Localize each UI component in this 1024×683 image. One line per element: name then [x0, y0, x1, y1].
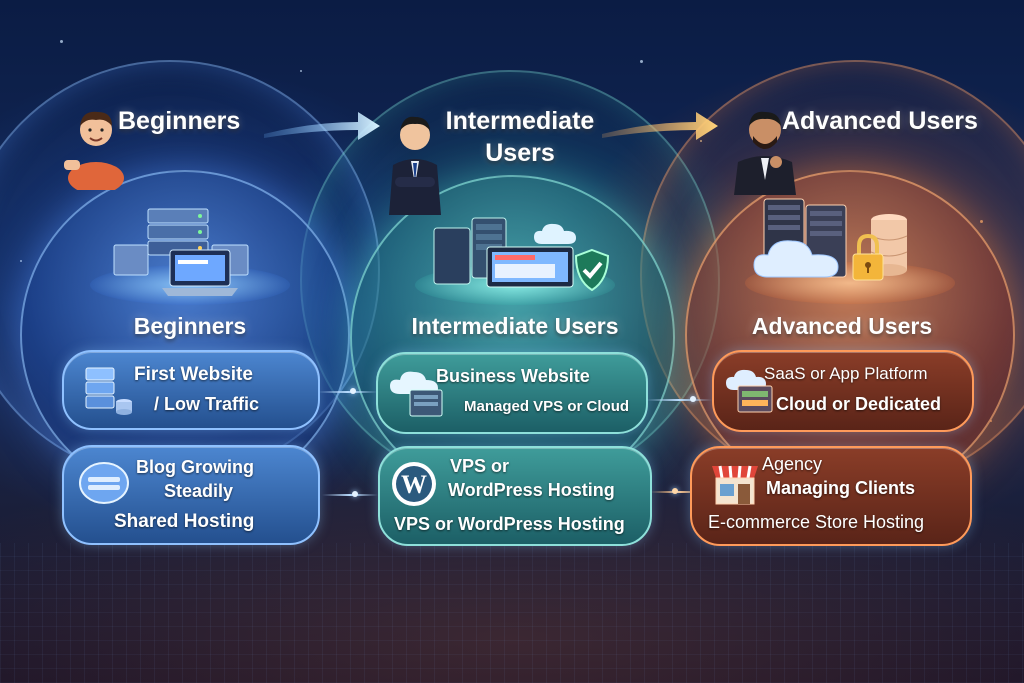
card-title-line1: Agency	[762, 454, 823, 474]
cloud-icon	[753, 240, 839, 278]
cloud-icon	[534, 223, 576, 244]
connector-dot	[352, 491, 358, 497]
background-grid	[0, 543, 1024, 683]
card-hosting-type: Shared Hosting	[114, 511, 255, 532]
shield-check-icon	[574, 248, 610, 292]
wordpress-hosting-card[interactable]: W VPS or WordPress Hosting VPS or WordPr…	[378, 446, 652, 546]
laptop-icon	[162, 249, 238, 296]
card-title: First Website	[134, 364, 253, 385]
card-title-line2: WordPress Hosting	[448, 480, 615, 500]
monitor-icon	[486, 246, 574, 288]
arrow-to-intermediate-icon	[264, 112, 380, 140]
advanced-avatar-icon	[734, 111, 796, 195]
server-stack-icon	[85, 367, 132, 415]
connector-dot	[672, 488, 678, 494]
card-hosting-type: E-commerce Store Hosting	[708, 512, 925, 532]
agency-clients-card[interactable]: Agency Managing Clients E-commerce Store…	[690, 446, 972, 546]
connector-dot	[690, 396, 696, 402]
card-subtitle: Managed VPS or Cloud	[464, 398, 630, 415]
connector-dot	[350, 388, 356, 394]
cloud-server-icon	[390, 371, 443, 417]
intermediate-circle	[350, 175, 675, 500]
svg-text:W: W	[401, 470, 427, 499]
beginners-circle-title: Beginners	[133, 313, 247, 339]
intermediate-avatar-icon	[389, 116, 441, 215]
sparkle	[300, 70, 302, 72]
intermediate-header-title-line1: Intermediate	[445, 107, 595, 135]
card-title-line1: VPS or	[450, 456, 510, 476]
connector-line	[322, 494, 378, 496]
arrow-to-advanced-icon	[602, 112, 718, 140]
connector-line	[318, 391, 378, 393]
card-title: SaaS or App Platform	[764, 364, 928, 383]
first-website-card[interactable]: First Website / Low Traffic	[62, 350, 320, 430]
sparkle	[60, 40, 63, 43]
intermediate-header-title-line2: Users	[485, 139, 555, 167]
wordpress-icon: W	[392, 462, 436, 506]
card-title-line1: Blog Growing	[136, 457, 254, 477]
beginner-avatar-icon	[64, 111, 124, 190]
hosting-dome-icon	[79, 462, 129, 504]
padlock-icon	[852, 233, 884, 281]
business-website-card[interactable]: Business Website Managed VPS or Cloud	[376, 352, 648, 434]
advanced-circle	[685, 170, 1015, 500]
advanced-header-title: Advanced Users	[782, 107, 978, 135]
advanced-circle-title: Advanced Users	[751, 313, 933, 339]
card-title: Business Website	[436, 366, 590, 386]
blog-growing-card[interactable]: Blog Growing Steadily Shared Hosting	[62, 445, 320, 545]
card-subtitle: Cloud or Dedicated	[776, 394, 942, 414]
card-subtitle: / Low Traffic	[154, 394, 260, 414]
beginners-header-title: Beginners	[118, 107, 241, 135]
cloud-server-icon	[726, 369, 773, 413]
storefront-icon	[712, 465, 758, 505]
connector-line	[646, 399, 712, 401]
card-title-line2: Steadily	[164, 481, 234, 501]
saas-platform-card[interactable]: SaaS or App Platform Cloud or Dedicated	[712, 350, 974, 432]
connector-line	[650, 491, 708, 493]
card-hosting-type: VPS or WordPress Hosting	[394, 514, 625, 534]
intermediate-circle-title: Intermediate Users	[411, 313, 619, 339]
card-title-line2: Managing Clients	[766, 478, 916, 498]
sparkle	[640, 60, 643, 63]
